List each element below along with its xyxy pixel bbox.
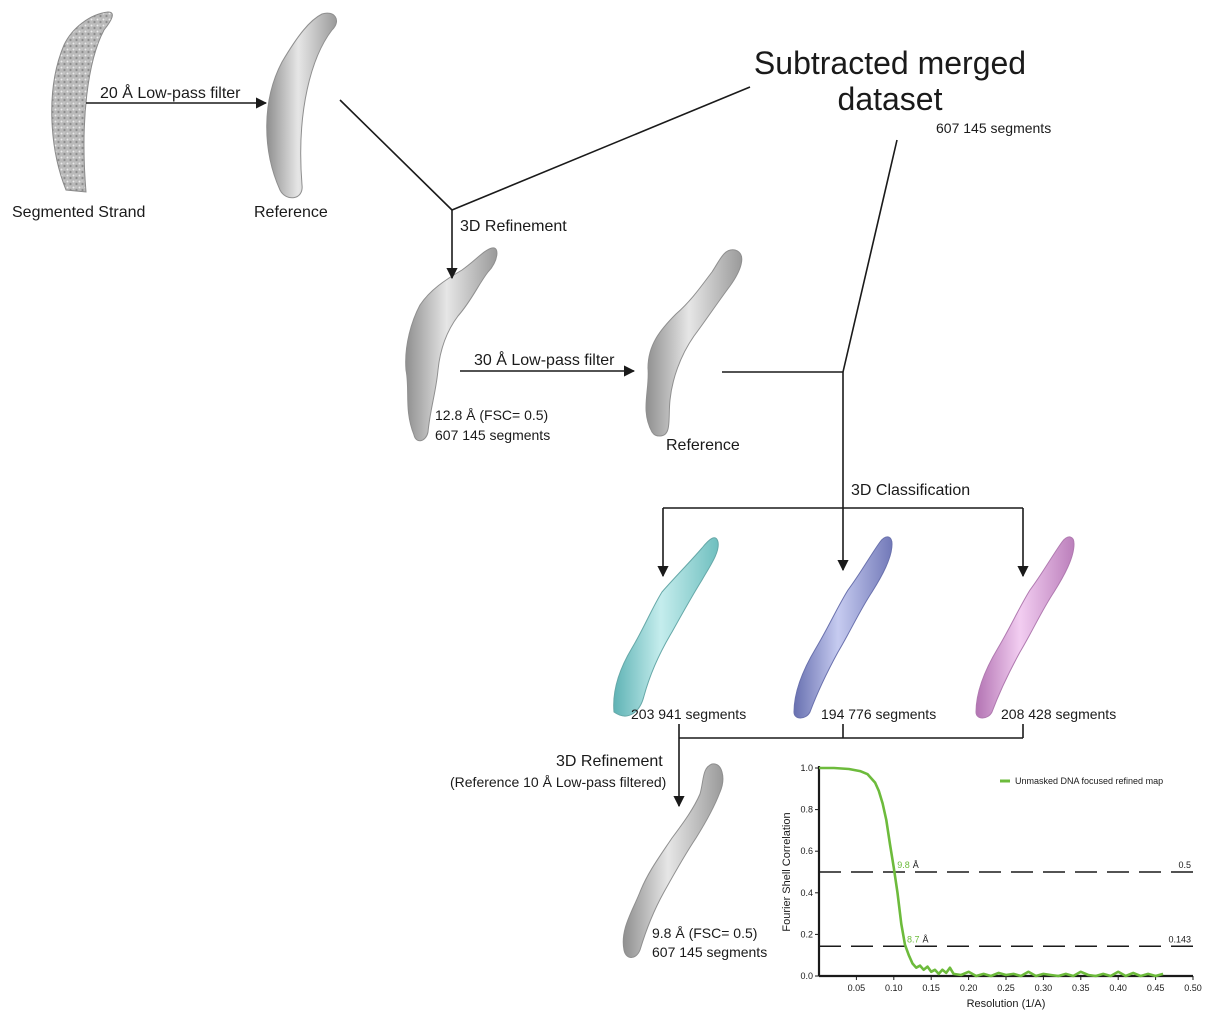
fsc-chart: Fourier Shell Correlation Resolution (1/…	[781, 763, 1202, 1010]
dataset-title-line-2: dataset	[837, 81, 943, 117]
class-2-map	[793, 536, 893, 719]
fsc-x-tick-label: 0.40	[1109, 983, 1127, 993]
reference-map-2	[645, 249, 743, 437]
classification-label: 3D Classification	[851, 482, 971, 499]
class-1-map	[613, 537, 719, 717]
refined-map-1	[405, 247, 498, 442]
lowpass-20-label: 20 Å Low-pass filter	[100, 85, 241, 102]
line-dataset-to-join	[451, 86, 751, 211]
fsc-curve	[819, 766, 1164, 978]
reference-label-2: Reference	[666, 437, 740, 454]
dataset-title-line-1: Subtracted merged	[753, 45, 1027, 81]
line-dataset-to-merge	[842, 139, 898, 373]
segmented-strand-map	[51, 11, 113, 193]
fsc-legend-label: Unmasked DNA focused refined map	[1015, 776, 1163, 786]
refined-segments-label: 607 145 segments	[435, 427, 551, 443]
dataset-title: Subtracted merged dataset	[740, 47, 1040, 115]
class-3-segments: 208 428 segments	[1001, 706, 1117, 722]
fsc-x-tick-label: 0.30	[1035, 983, 1053, 993]
lowpass-30-label: 30 Å Low-pass filter	[474, 352, 615, 369]
fsc-threshold-label: 0.5	[1178, 860, 1191, 870]
final-segments-label: 607 145 segments	[652, 944, 768, 960]
final-resolution-label: 9.8 Å (FSC= 0.5)	[652, 925, 758, 941]
fsc-x-tick-label: 0.15	[922, 983, 940, 993]
fsc-y-tick-label: 1.0	[800, 763, 813, 773]
fsc-x-tick-label: 0.05	[848, 983, 866, 993]
refinement-2-label: 3D Refinement	[556, 753, 663, 770]
class-1-segments: 203 941 segments	[631, 706, 747, 722]
class-3-map	[975, 536, 1075, 719]
final-refined-map	[622, 763, 724, 958]
fsc-threshold-label: 0.143	[1168, 934, 1191, 944]
fsc-y-tick-label: 0.0	[800, 971, 813, 981]
fsc-y-tick-label: 0.4	[800, 888, 813, 898]
fsc-y-tick-label: 0.6	[800, 846, 813, 856]
reference-map-1	[266, 12, 337, 199]
fsc-x-tick-label: 0.45	[1147, 983, 1165, 993]
fsc-ylabel: Fourier Shell Correlation	[781, 812, 793, 931]
fsc-x-tick-label: 0.10	[885, 983, 903, 993]
fsc-x-tick-label: 0.50	[1184, 983, 1202, 993]
fsc-x-tick-label: 0.35	[1072, 983, 1090, 993]
fsc-xlabel: Resolution (1/A)	[967, 998, 1046, 1010]
reference-label-1: Reference	[254, 204, 328, 221]
segmented-strand-label: Segmented Strand	[12, 204, 146, 221]
fsc-x-tick-label: 0.20	[960, 983, 978, 993]
fsc-y-tick-label: 0.2	[800, 929, 813, 939]
line-reference-to-join	[339, 99, 453, 211]
fsc-y-tick-label: 0.8	[800, 805, 813, 815]
fsc-x-tick-label: 0.25	[997, 983, 1015, 993]
refinement-2-note: (Reference 10 Å Low-pass filtered)	[450, 774, 667, 790]
refinement-1-label: 3D Refinement	[460, 218, 567, 235]
dataset-segments: 607 145 segments	[936, 120, 1052, 136]
refined-resolution-label: 12.8 Å (FSC= 0.5)	[435, 407, 549, 423]
class-2-segments: 194 776 segments	[821, 706, 937, 722]
